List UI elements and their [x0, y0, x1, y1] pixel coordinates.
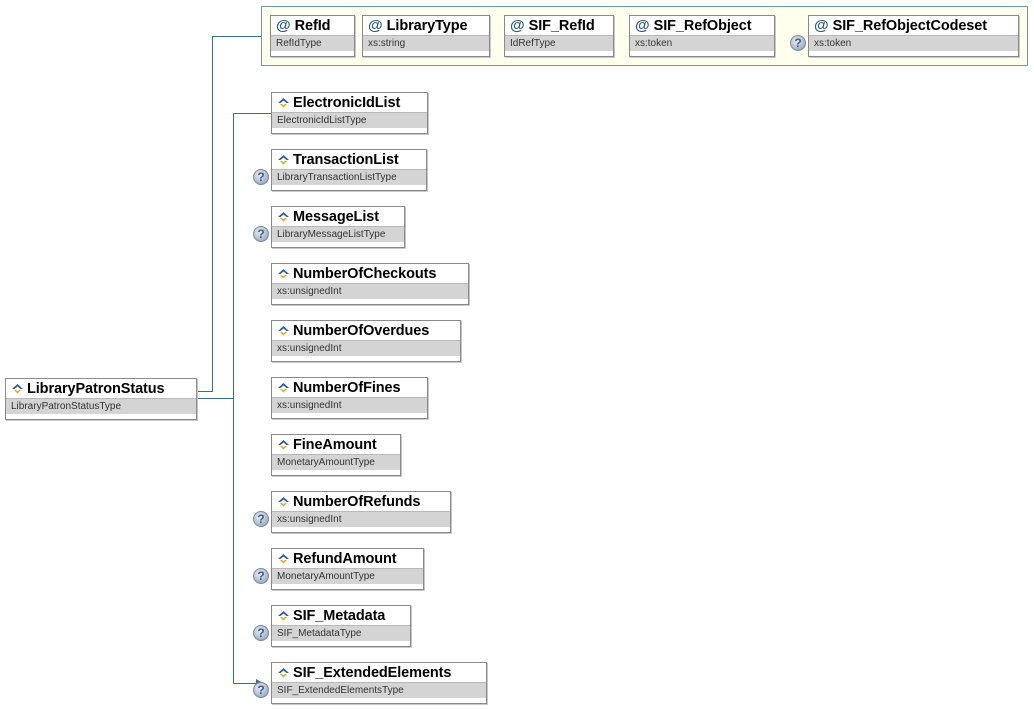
attribute-at-icon: @ [814, 17, 829, 34]
attribute-name: SIF_RefId [528, 17, 595, 34]
root-element-type: LibraryPatronStatusType [6, 398, 196, 414]
element-diamond-icon [278, 269, 289, 279]
element-type: MonetaryAmountType [272, 454, 400, 470]
optional-question-icon: ? [790, 35, 806, 51]
element-diamond-icon [278, 383, 289, 393]
element-type: SIF_ExtendedElementsType [272, 682, 486, 698]
element-diamond-icon [278, 326, 289, 336]
element-name: SIF_Metadata [293, 607, 386, 624]
attribute-type: xs:token [630, 35, 774, 51]
element-name: MessageList [293, 208, 379, 225]
optional-question-icon: ? [253, 511, 269, 527]
attribute-name: SIF_RefObject [653, 17, 752, 34]
element-name: TransactionList [293, 151, 399, 168]
attribute-at-icon: @ [635, 17, 650, 34]
attribute-type: xs:token [809, 35, 1018, 51]
element-name: NumberOfCheckouts [293, 265, 437, 282]
element-name: FineAmount [293, 436, 377, 453]
optional-question-icon: ? [253, 169, 269, 185]
element-diamond-icon [278, 668, 289, 678]
element-type: LibraryMessageListType [272, 226, 404, 242]
element-type: xs:unsignedInt [272, 397, 427, 413]
element-type: SIF_MetadataType [272, 625, 410, 641]
element-type: LibraryTransactionListType [272, 169, 426, 185]
attribute-type: IdRefType [505, 35, 613, 51]
element-type: MonetaryAmountType [272, 568, 423, 584]
element-name: RefundAmount [293, 550, 397, 567]
optional-question-icon: ? [253, 625, 269, 641]
element-diamond-icon [278, 98, 289, 108]
element-name: SIF_ExtendedElements [293, 664, 452, 681]
attribute-name: SIF_RefObjectCodeset [832, 17, 987, 34]
optional-question-icon: ? [253, 568, 269, 584]
element-diamond-icon [278, 497, 289, 507]
element-diamond-icon [12, 384, 23, 394]
attribute-name: RefId [294, 17, 331, 34]
attribute-name: LibraryType [386, 17, 468, 34]
element-name: NumberOfRefunds [293, 493, 421, 510]
optional-question-icon: ? [253, 226, 269, 242]
attribute-at-icon: @ [276, 17, 291, 34]
root-to-attributes-connector [197, 36, 262, 392]
element-diamond-icon [278, 554, 289, 564]
element-diamond-icon [278, 155, 289, 165]
element-name: NumberOfOverdues [293, 322, 430, 339]
element-type: xs:unsignedInt [272, 283, 468, 299]
attribute-at-icon: @ [368, 17, 383, 34]
element-diamond-icon [278, 440, 289, 450]
attribute-at-icon: @ [510, 17, 525, 34]
element-type: xs:unsignedInt [272, 340, 460, 356]
root-element-node[interactable]: LibraryPatronStatus LibraryPatronStatusT… [5, 378, 197, 420]
element-diamond-icon [278, 212, 289, 222]
attribute-type: xs:string [363, 35, 489, 51]
element-type: xs:unsignedInt [272, 511, 450, 527]
root-element-name: LibraryPatronStatus [27, 380, 165, 397]
element-type: ElectronicIdListType [272, 112, 427, 128]
element-name: NumberOfFines [293, 379, 401, 396]
element-diamond-icon [278, 611, 289, 621]
element-name: ElectronicIdList [293, 94, 401, 111]
optional-question-icon: ? [253, 682, 269, 698]
attribute-type: RefIdType [271, 35, 354, 51]
